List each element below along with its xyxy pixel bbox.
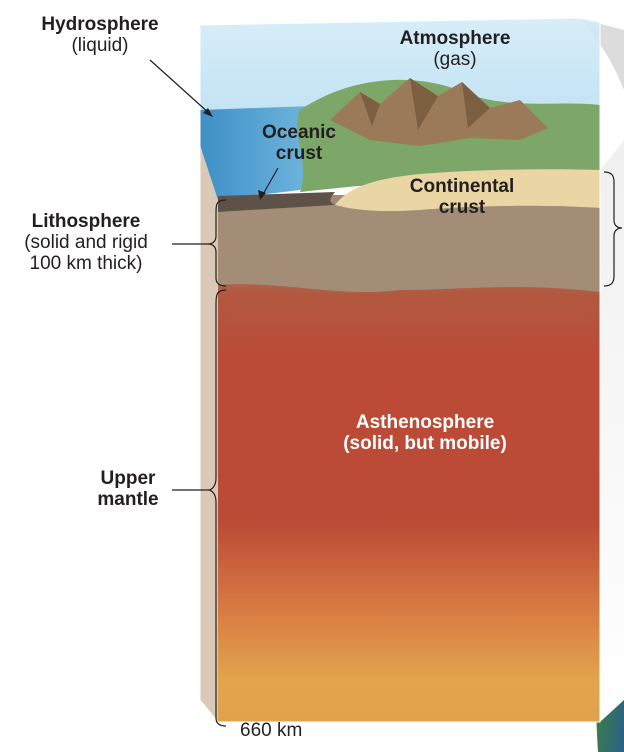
asthenosphere-label: Asthenosphere (solid, but mobile) (320, 412, 530, 454)
upper-mantle-label: Upper mantle (84, 468, 172, 510)
oceanic-crust-line2: crust (275, 143, 323, 164)
lithosphere-label: Lithosphere (solid and rigid 100 km thic… (0, 211, 172, 274)
continental-crust-line1: Continental (409, 176, 515, 197)
hydrosphere-pointer (149, 59, 211, 115)
upper-mantle-line1: Upper (100, 468, 156, 489)
mountain-shadows (360, 78, 490, 130)
asthenosphere-line2: (solid, but mobile) (343, 433, 507, 454)
front-face (218, 195, 600, 722)
mountains (330, 78, 548, 146)
hydrosphere-title: Hydrosphere (41, 14, 159, 35)
atmosphere-sub: (gas) (433, 49, 477, 70)
lithosphere-sub1: (solid and rigid (24, 232, 148, 253)
left-side-face (200, 145, 218, 722)
oceanic-crust-arrowhead (258, 190, 266, 200)
paper-fold-shadow (578, 18, 624, 90)
hydrosphere-label: Hydrosphere (liquid) (30, 14, 170, 56)
oceanic-crust-label: Oceanic crust (244, 122, 354, 164)
crust-right-brace (603, 171, 623, 287)
hydrosphere-sub: (liquid) (71, 35, 129, 56)
lithosphere-title: Lithosphere (31, 211, 141, 232)
lithosphere-band (218, 205, 600, 293)
atmosphere-label: Atmosphere (gas) (385, 28, 525, 70)
lithosphere-sub2: 100 km thick) (29, 253, 143, 274)
asthenosphere-line1: Asthenosphere (355, 412, 495, 433)
oceanic-crust (218, 192, 335, 212)
oceanic-crust-line1: Oceanic (262, 122, 336, 143)
block-outline (199, 17, 601, 723)
continental-crust-line2: crust (438, 197, 486, 218)
upper-mantle-line2: mantle (97, 489, 159, 510)
continental-crust (335, 169, 600, 212)
right-side-face (600, 140, 624, 722)
hydrosphere-arrowhead (203, 108, 213, 117)
asthenosphere-top-edge (218, 284, 600, 310)
continental-crust-label: Continental crust (392, 176, 532, 218)
oceanic-crust-pointer (261, 167, 279, 197)
atmosphere-title: Atmosphere (399, 28, 511, 49)
depth-label: 660 km (240, 720, 303, 741)
